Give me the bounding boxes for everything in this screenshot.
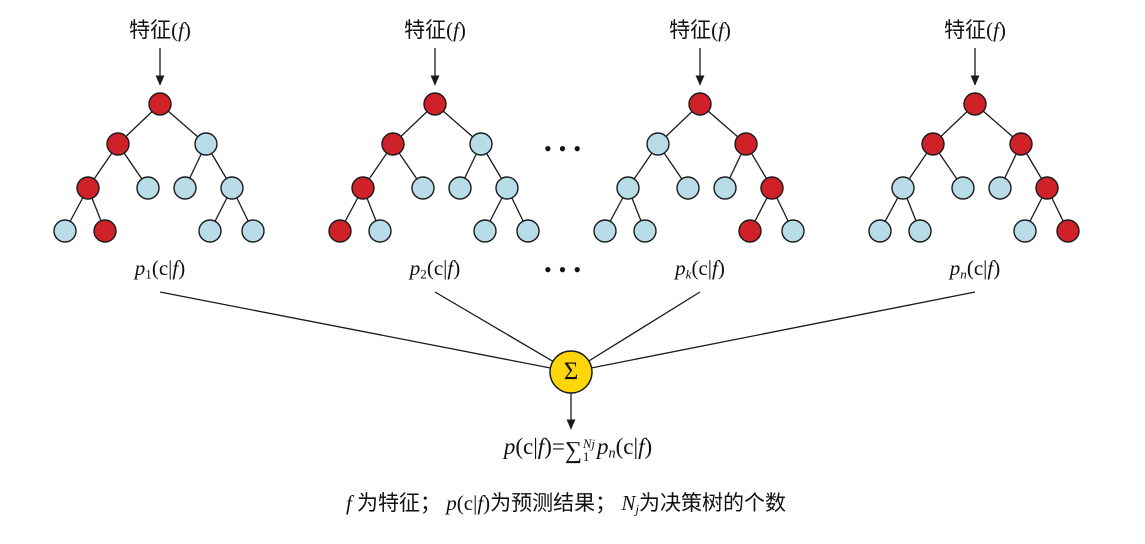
tree-node [988, 176, 1012, 200]
tree-node [951, 176, 975, 200]
tree-4 [570, 48, 1080, 373]
tree-node [676, 176, 700, 200]
prob-label-4: pn(c|f) [949, 256, 1001, 282]
converge-line [159, 291, 572, 373]
tree-node [93, 219, 117, 243]
tree-node [963, 92, 987, 116]
tree-node [241, 219, 265, 243]
tree-node [148, 92, 172, 116]
tree-node [198, 219, 222, 243]
tree-node [469, 132, 493, 156]
tree-node [194, 132, 218, 156]
feature-label-1: 特征(f) [129, 18, 191, 42]
tree-node [381, 132, 405, 156]
ellipsis-between-trees: ••• [543, 136, 589, 161]
tree-node [734, 132, 758, 156]
tree-node [760, 176, 784, 200]
tree-node [633, 219, 657, 243]
prob-label-3: pk(c|f) [675, 256, 725, 282]
tree-node [868, 219, 892, 243]
tree-node [76, 176, 100, 200]
tree-node [328, 219, 352, 243]
tree-node [921, 132, 945, 156]
tree-node [423, 92, 447, 116]
prob-label-1: p1(c|f) [134, 256, 186, 282]
tree-node [593, 219, 617, 243]
tree-node [106, 132, 130, 156]
tree-node [616, 176, 640, 200]
tree-node [136, 176, 160, 200]
tree-node [368, 219, 392, 243]
sum-symbol: Σ [563, 358, 579, 385]
tree-node [516, 219, 540, 243]
tree-node [351, 176, 375, 200]
caption: f 为特征； p(c|f)为预测结果； Nj为决策树的个数 [345, 491, 787, 517]
converge-line [570, 291, 701, 373]
feature-label-4: 特征(f) [944, 18, 1006, 42]
converge-line [570, 291, 976, 373]
tree-node [1009, 132, 1033, 156]
prob-label-2: p2(c|f) [409, 256, 461, 282]
tree-node [1013, 219, 1037, 243]
tree-node [411, 176, 435, 200]
tree-node [738, 219, 762, 243]
tree-node [220, 176, 244, 200]
tree-node [713, 176, 737, 200]
tree-node [646, 132, 670, 156]
ellipsis-between-prob-labels: ••• [543, 257, 589, 282]
tree-node [688, 92, 712, 116]
tree-node [908, 219, 932, 243]
tree-node [53, 219, 77, 243]
tree-node [473, 219, 497, 243]
tree-node [1056, 219, 1080, 243]
converge-line [434, 291, 572, 373]
tree-node [1035, 176, 1059, 200]
tree-3 [570, 48, 805, 373]
tree-node [173, 176, 197, 200]
tree-node [891, 176, 915, 200]
tree-2 [328, 48, 572, 373]
tree-1 [53, 48, 572, 373]
feature-label-3: 特征(f) [669, 18, 731, 42]
tree-node [448, 176, 472, 200]
tree-node [781, 219, 805, 243]
tree-node [495, 176, 519, 200]
feature-label-2: 特征(f) [404, 18, 466, 42]
